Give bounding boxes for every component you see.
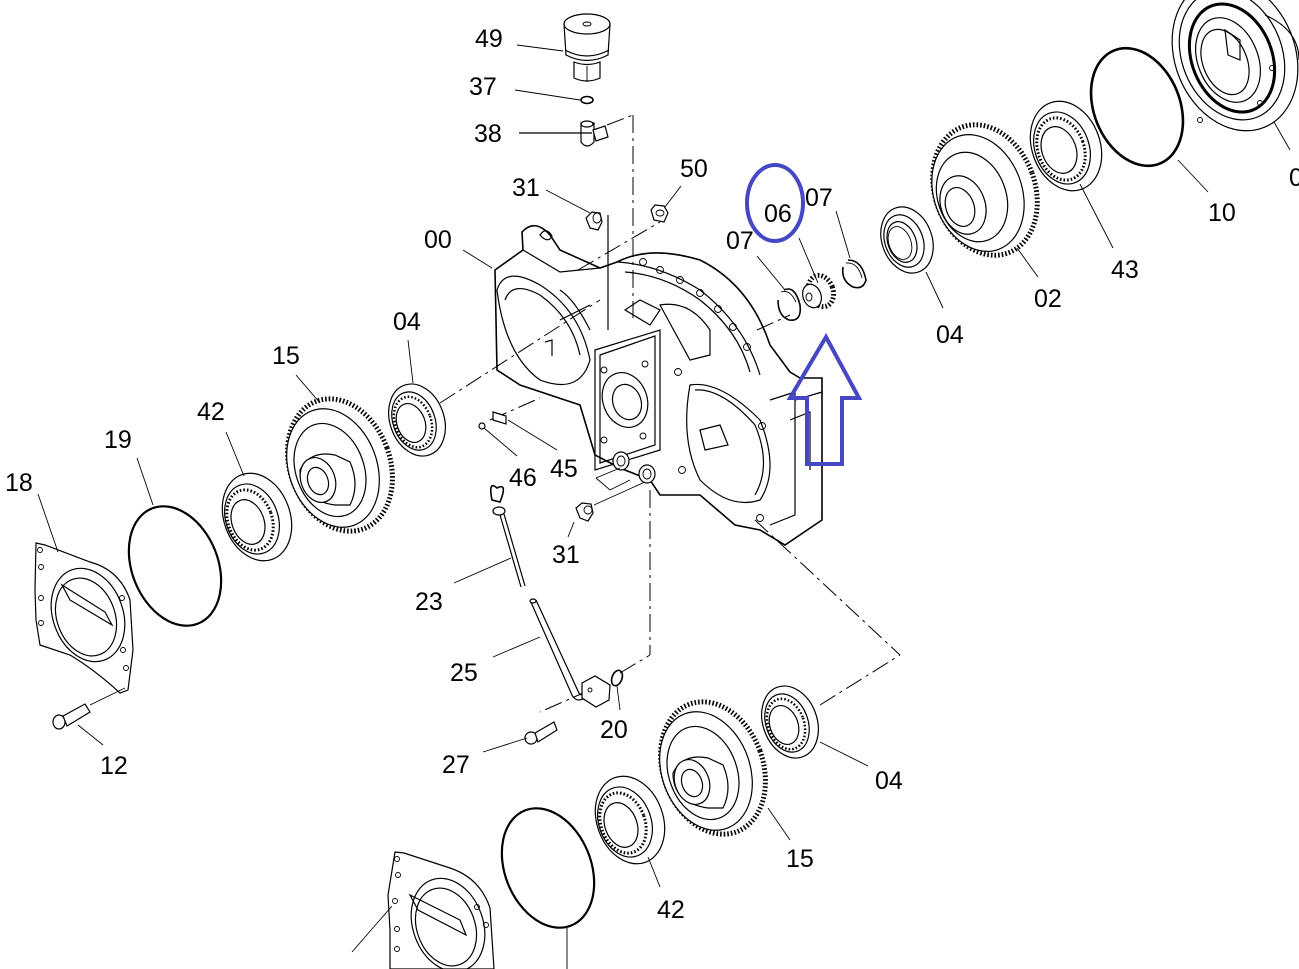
- part-37-oring: [580, 95, 594, 105]
- label-10[interactable]: 10: [1208, 199, 1236, 227]
- label-38[interactable]: 38: [474, 120, 502, 148]
- label-19[interactable]: 19: [104, 426, 132, 454]
- label-45[interactable]: 45: [550, 455, 578, 483]
- part-49-breather: [563, 13, 611, 82]
- part-25-pipe: [529, 598, 611, 708]
- label-07-left[interactable]: 07: [726, 227, 754, 255]
- label-42-top[interactable]: 42: [197, 398, 225, 426]
- leader-lines: [37, 44, 1291, 969]
- part-31-plug-top: [585, 211, 603, 231]
- label-18[interactable]: 18: [5, 469, 33, 497]
- part-15-gear-top: [285, 396, 395, 534]
- label-50[interactable]: 50: [680, 155, 708, 183]
- label-23[interactable]: 23: [415, 588, 443, 616]
- part-00-housing: [494, 215, 823, 546]
- label-00[interactable]: 00: [424, 226, 452, 254]
- part-18-cover: [34, 542, 134, 694]
- part-19-oring-bottom: [500, 807, 596, 929]
- label-15-bottom[interactable]: 15: [786, 845, 814, 873]
- part-0x-cover-top-right: [1171, 0, 1299, 132]
- label-37[interactable]: 37: [469, 73, 497, 101]
- part-06-pinion-gear: [801, 272, 837, 310]
- label-15-top[interactable]: 15: [272, 342, 300, 370]
- part-04-bearing-top-right: [880, 206, 934, 274]
- label-12[interactable]: 12: [100, 752, 128, 780]
- part-02-gear: [930, 122, 1040, 258]
- part-50-nut: [650, 204, 669, 223]
- part-12-bolt: [52, 687, 126, 730]
- label-20[interactable]: 20: [600, 716, 628, 744]
- part-42-bearing-bottom: [594, 775, 666, 865]
- part-07-snap-ring-left: [777, 288, 802, 322]
- label-07-right[interactable]: 07: [805, 184, 833, 212]
- highlight-arrow-icon: [786, 332, 863, 466]
- label-0-edge[interactable]: 0: [1289, 164, 1299, 192]
- housing-drain-plugs: [595, 451, 656, 491]
- part-45-nameplate: [492, 411, 507, 425]
- label-27[interactable]: 27: [442, 751, 470, 779]
- part-46-screw: [478, 422, 486, 430]
- label-46[interactable]: 46: [509, 464, 537, 492]
- part-38-elbow-fitting: [580, 120, 609, 147]
- part-27-bolt: [524, 721, 558, 745]
- part-04-bearing-bottom: [761, 685, 819, 759]
- part-labels: 49 37 38 31 50 00 06 07 07 04 02 43 10 0…: [5, 25, 1299, 924]
- part-31-plug-bottom: [575, 481, 646, 522]
- part-23-dipstick: [490, 484, 526, 588]
- part-43-bearing: [1029, 100, 1103, 192]
- label-25[interactable]: 25: [450, 659, 478, 687]
- label-06[interactable]: 06: [764, 200, 792, 228]
- label-42-bottom[interactable]: 42: [657, 896, 685, 924]
- part-15-gear-bottom: [658, 699, 768, 837]
- label-49[interactable]: 49: [475, 25, 503, 53]
- part-07-snap-ring-right: [841, 259, 867, 289]
- part-04-bearing-top-left: [388, 383, 446, 457]
- label-31-bottom[interactable]: 31: [552, 541, 580, 569]
- label-04-top-right[interactable]: 04: [936, 321, 964, 349]
- label-02[interactable]: 02: [1034, 285, 1062, 313]
- part-42-bearing-top: [221, 472, 293, 562]
- part-18-cover-bottom: [387, 851, 495, 969]
- label-43[interactable]: 43: [1111, 256, 1139, 284]
- label-31-top[interactable]: 31: [512, 174, 540, 202]
- label-04-top-left[interactable]: 04: [393, 308, 421, 336]
- part-10-oring: [1089, 46, 1185, 168]
- label-04-bottom[interactable]: 04: [875, 767, 903, 795]
- highlight-circle: [745, 163, 805, 243]
- part-20-oring: [610, 669, 624, 687]
- part-19-oring: [127, 505, 223, 627]
